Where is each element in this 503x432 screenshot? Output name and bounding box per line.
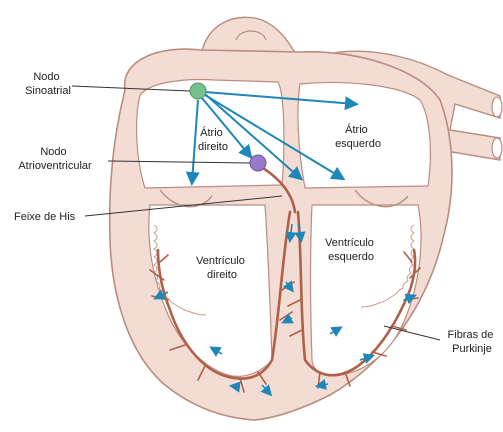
pulmonary-vein-upper	[492, 97, 502, 117]
atrioventricular-node	[250, 155, 266, 171]
label-purkinje: Fibras de Purkinje	[448, 329, 497, 355]
left-ventricle-chamber	[311, 205, 421, 376]
sinoatrial-node	[190, 83, 206, 99]
label-sa-node: Nodo Sinoatrial	[25, 71, 71, 97]
pulmonary-vein-lower	[492, 138, 502, 158]
label-bundle-his: Feixe de His	[14, 211, 76, 223]
label-av-node: Nodo Atrioventricular	[18, 146, 92, 172]
